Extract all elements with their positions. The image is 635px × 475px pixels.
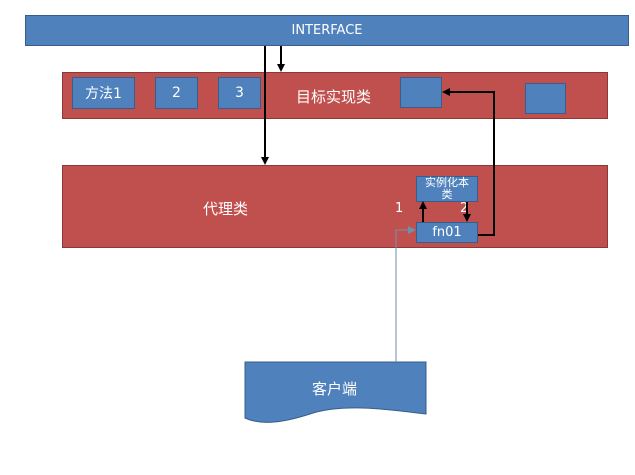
- client-to-fn01-arrow: [395, 226, 416, 362]
- method-label-2: 2: [172, 85, 181, 101]
- interface-label: INTERFACE: [291, 23, 363, 38]
- method-label-3: 3: [235, 85, 244, 101]
- fn01-label: fn01: [432, 225, 462, 240]
- method-box-2: 2: [155, 77, 198, 109]
- target-method-box-5: [525, 83, 566, 114]
- interface-bar: INTERFACE: [25, 15, 629, 46]
- target-class-label: 目标实现类: [296, 88, 372, 106]
- client-label: 客户端: [312, 380, 358, 398]
- step-2-label: 2: [460, 201, 469, 216]
- instantiate-box: 实例化本类: [416, 176, 478, 202]
- target-class-box: [62, 72, 608, 119]
- proxy-class-label: 代理类: [203, 200, 249, 218]
- method-box-3: 3: [218, 77, 261, 109]
- method-label-1: 方法1: [85, 86, 122, 102]
- target-method-box-4: [400, 77, 442, 108]
- fn01-box: fn01: [416, 222, 478, 243]
- instantiate-label: 实例化本类: [425, 176, 469, 201]
- method-box-1: 方法1: [72, 77, 135, 109]
- proxy-class-box: [62, 165, 608, 248]
- step-1-label: 1: [395, 201, 404, 216]
